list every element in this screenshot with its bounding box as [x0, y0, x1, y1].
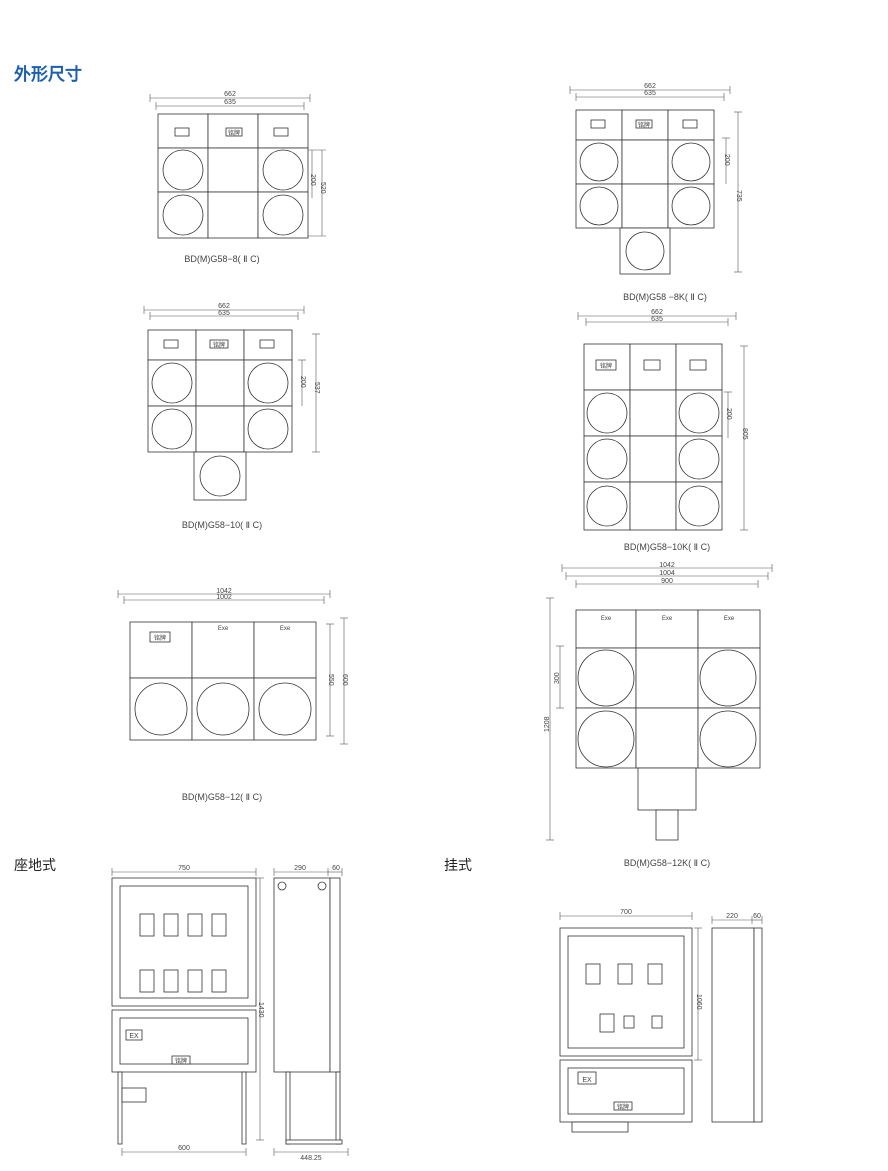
nameplate-label: 铭牌: [228, 129, 240, 137]
dim-height-520: 520: [319, 182, 326, 194]
ex-marking: EX: [582, 1077, 592, 1084]
dim-width-600: 600: [178, 1145, 190, 1152]
diagram-wall-mounted: 700 220 60 1060 EX 铭牌: [559, 909, 763, 1133]
dim-depth-290: 290: [294, 865, 306, 872]
dim-height-200: 200: [309, 174, 316, 186]
dim-height-200: 200: [725, 408, 732, 420]
dim-width-700: 700: [620, 909, 632, 916]
section-title-floor: 座地式: [14, 858, 56, 874]
exe-label: Exe: [280, 626, 291, 632]
nameplate-label: 铭牌: [600, 362, 612, 370]
dim-width-900: 900: [661, 578, 673, 585]
dim-height-300: 300: [554, 672, 561, 684]
dim-width-662: 662: [224, 91, 236, 98]
page-title: 外形尺寸: [14, 65, 82, 85]
dim-base-448-25: 448.25: [300, 1155, 322, 1162]
nameplate-label: 铭牌: [638, 121, 650, 129]
caption-g58-8k: BD(M)G58 −8K( Ⅱ C): [623, 292, 707, 302]
dim-height-1060: 1060: [695, 994, 702, 1010]
nameplate-label: 铭牌: [617, 1103, 629, 1111]
caption-g58-12: BD(M)G58−12( Ⅱ C): [181, 792, 263, 802]
section-title-wall: 挂式: [444, 858, 472, 874]
diagram-g58-8k: 662 635 200 735 铭牌: [569, 83, 742, 275]
nameplate-label: 铭牌: [175, 1057, 187, 1065]
dim-height-600: 600: [341, 674, 348, 686]
diagram-g58-12: 1042 1002 550 600 铭牌 Exe Exe: [117, 588, 348, 745]
dim-width-635: 635: [224, 99, 236, 106]
dim-depth-60: 60: [332, 865, 340, 872]
dim-height-550: 550: [327, 674, 334, 686]
caption-g58-12k: BD(M)G58−12K( Ⅱ C): [623, 858, 711, 868]
exe-label: Exe: [218, 626, 229, 632]
dim-width-1002: 1002: [216, 594, 232, 601]
dim-width-662: 662: [644, 83, 656, 90]
exe-label: Exe: [724, 616, 735, 622]
dim-height-200: 200: [723, 154, 730, 166]
exe-label: Exe: [601, 616, 612, 622]
diagram-floor-standing: 750 290 60 1430 600 448.25 EX 铭牌: [111, 865, 349, 1162]
dim-height-1430: 1430: [257, 1002, 264, 1018]
exe-label: Exe: [662, 616, 673, 622]
dim-height-1208: 1208: [544, 716, 551, 732]
diagram-g58-8: 662 635 200 520 铭牌: [149, 91, 326, 239]
diagram-g58-12k: 1042 1004 900 300 1208 Exe Exe Exe: [544, 562, 773, 841]
dim-width-662: 662: [218, 303, 230, 310]
dim-height-735: 735: [735, 190, 742, 202]
caption-g58-10: BD(M)G58−10( Ⅱ C): [181, 520, 263, 530]
dim-height-805: 805: [741, 428, 748, 440]
dim-width-635: 635: [651, 316, 663, 323]
dim-height-537: 537: [313, 382, 320, 394]
dim-width-635: 635: [218, 310, 230, 317]
dim-depth-60: 60: [753, 913, 761, 920]
dim-width-635: 635: [644, 90, 656, 97]
dim-width-750: 750: [178, 865, 190, 872]
caption-g58-8: BD(M)G58−8( Ⅱ C): [184, 254, 260, 264]
dim-width-1042: 1042: [216, 588, 232, 595]
dim-height-200: 200: [299, 376, 306, 388]
nameplate-label: 铭牌: [154, 634, 166, 642]
caption-g58-10k: BD(M)G58−10K( Ⅱ C): [623, 542, 711, 552]
nameplate-label: 铭牌: [213, 341, 225, 349]
dim-width-1042: 1042: [659, 562, 675, 569]
diagram-g58-10: 662 635 200 537 铭牌: [143, 303, 320, 501]
dim-depth-220: 220: [726, 913, 738, 920]
diagram-g58-10k: 662 635 200 805 铭牌: [577, 309, 748, 531]
dim-width-1004: 1004: [659, 570, 675, 577]
ex-marking: EX: [129, 1033, 139, 1040]
dim-width-662: 662: [651, 309, 663, 316]
